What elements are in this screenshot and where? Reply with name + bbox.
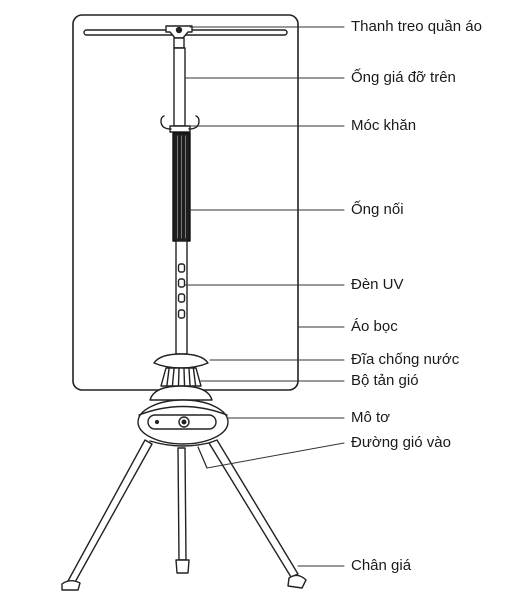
uv-lamp-tube [175, 240, 188, 355]
fan-unit [160, 367, 202, 387]
label-air-inlet: Đường gió vào [351, 434, 451, 451]
label-upper-tube: Ống giá đỡ trên [351, 69, 456, 86]
air-inlet-vent [197, 446, 208, 469]
towel-hook [160, 115, 200, 133]
water-shield-disc [153, 353, 209, 369]
motor-base [137, 385, 229, 447]
connector-tube [172, 132, 191, 242]
label-tripod-legs: Chân giá [351, 557, 412, 574]
hanger-bar [83, 25, 288, 49]
upper-support-tube [173, 47, 186, 127]
label-connector-tube: Ống nối [351, 201, 404, 218]
label-towel-hook: Móc khăn [351, 117, 417, 134]
label-cover: Áo bọc [351, 318, 398, 335]
tripod-legs [61, 439, 307, 591]
label-fan-unit: Bộ tản gió [351, 372, 419, 389]
label-uv-lamp: Đèn UV [351, 276, 404, 293]
label-water-disc: Đĩa chống nước [351, 351, 460, 368]
label-motor: Mô tơ [351, 409, 391, 426]
leader-air-inlet [206, 442, 345, 469]
label-hanger-bar: Thanh treo quần áo [351, 18, 482, 35]
leader-lines [184, 26, 345, 567]
